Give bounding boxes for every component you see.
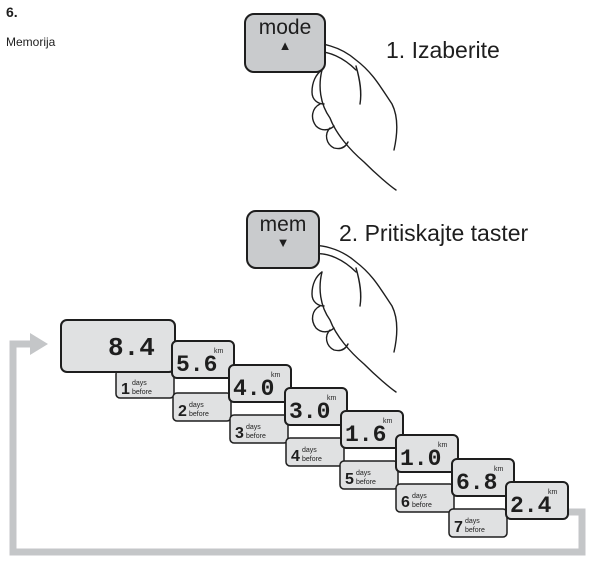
svg-text:days: days: [246, 424, 261, 431]
day-number: 1: [121, 381, 130, 398]
day-label-4: 4 days before: [285, 437, 345, 467]
day-label-1: 1 days before: [115, 369, 175, 399]
lcd-value: 1.0: [400, 446, 441, 472]
lcd-screen-2: 4.0 km: [228, 364, 292, 403]
lcd-value: 1.6: [345, 422, 386, 448]
day-number: 6: [401, 494, 410, 511]
lcd-unit: km: [271, 372, 281, 379]
lcd-screen-4: 1.6 km: [340, 410, 404, 449]
day-number: 2: [178, 403, 187, 420]
svg-text:days: days: [302, 447, 317, 454]
svg-text:before: before: [356, 479, 376, 486]
cycle-loop-arrow: [9, 333, 586, 556]
lcd-unit: km: [383, 418, 393, 425]
lcd-value: 5.6: [176, 352, 217, 378]
section-title: Memorija: [6, 35, 56, 49]
instruction-step-1: 1. Izaberite: [386, 37, 500, 63]
triangle-down-icon: ▼: [276, 235, 290, 250]
lcd-value: 3.0: [289, 399, 330, 425]
lcd-screen-7: 2.4 km: [505, 481, 569, 520]
lcd-unit: km: [494, 466, 504, 473]
lcd-value: 8.4: [108, 333, 155, 363]
mem-button[interactable]: mem ▼: [246, 210, 320, 269]
day-number: 4: [291, 448, 300, 465]
lcd-unit: km: [327, 395, 337, 402]
section-number: 6.: [6, 4, 18, 20]
svg-text:days: days: [132, 380, 147, 387]
svg-text:days: days: [189, 402, 204, 409]
mode-button-label: mode: [258, 16, 312, 39]
lcd-unit: km: [548, 489, 558, 496]
svg-text:before: before: [132, 389, 152, 396]
lcd-unit: km: [214, 348, 224, 355]
day-label-6: 6 days before: [395, 483, 455, 513]
svg-text:before: before: [465, 527, 485, 534]
mode-button[interactable]: mode ▲: [244, 13, 326, 73]
day-label-2: 2 days before: [172, 392, 232, 422]
svg-text:days: days: [356, 470, 371, 477]
day-number: 3: [235, 425, 244, 442]
lcd-unit: km: [438, 442, 448, 449]
day-number: 7: [454, 519, 463, 536]
svg-text:before: before: [302, 456, 322, 463]
lcd-screen-5: 1.0 km: [395, 434, 459, 473]
lcd-screen-today: 8.4: [60, 319, 176, 373]
lcd-value: 2.4: [510, 493, 552, 519]
lcd-screen-1: 5.6 km: [171, 340, 235, 379]
svg-text:before: before: [189, 411, 209, 418]
svg-text:before: before: [246, 433, 266, 440]
cycle-arrowhead-icon: [30, 333, 48, 355]
mem-button-label: mem: [259, 213, 307, 236]
triangle-up-icon: ▲: [278, 38, 292, 53]
lcd-value: 6.8: [456, 470, 497, 496]
day-label-7: 7 days before: [448, 508, 508, 538]
day-number: 5: [345, 471, 354, 488]
day-label-5: 5 days before: [339, 460, 399, 490]
pointing-hand-icon: [307, 244, 398, 393]
instruction-step-2: 2. Pritiskajte taster: [339, 220, 529, 246]
day-label-3: 3 days before: [229, 414, 289, 444]
lcd-screen-3: 3.0 km: [284, 387, 348, 426]
svg-text:days: days: [465, 518, 480, 525]
lcd-screen-6: 6.8 km: [451, 458, 515, 497]
lcd-value: 4.0: [233, 376, 274, 402]
svg-text:before: before: [412, 502, 432, 509]
svg-text:days: days: [412, 493, 427, 500]
